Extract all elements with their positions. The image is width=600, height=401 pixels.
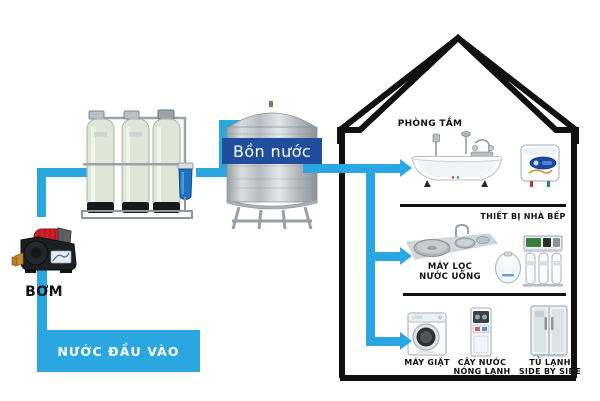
- bathroom-label: PHÒNG TẮM: [397, 119, 463, 129]
- kitchen-label: THIẾT BỊ NHÀ BẾP: [480, 212, 566, 221]
- filtration-system-icon: [78, 104, 202, 224]
- side-by-side-fridge-icon: [528, 304, 570, 358]
- arrow-bathroom: [400, 159, 412, 177]
- tank-label: Bồn nước: [222, 138, 322, 164]
- pipe-branch-utility: [366, 337, 404, 346]
- washing-machine-icon: [404, 310, 450, 358]
- bathtub-icon: [405, 128, 507, 190]
- washing-machine-label: MÁY GIẶT: [404, 358, 450, 367]
- ro-water-purifier-icon: [493, 232, 565, 290]
- water-dispenser-label: CÂY NƯỚC NÓNG LẠNH: [453, 358, 511, 376]
- pump-label: BƠM: [25, 284, 63, 300]
- pipe-filters-to-tank: [196, 168, 234, 177]
- fridge-label: TỦ LẠNH SIDE BY SIDE: [518, 358, 582, 376]
- inlet-band: NƯỚC ĐẦU VÀO: [37, 330, 200, 372]
- floor-divider-2: [403, 293, 566, 296]
- arrow-utility: [400, 332, 412, 350]
- kitchen-sink-icon: [404, 222, 498, 268]
- arrow-kitchen: [400, 247, 412, 265]
- pipe-tank-inlet: [219, 120, 241, 129]
- ro-purifier-label: MÁY LỌC NƯỚC UỐNG: [419, 262, 481, 282]
- pipe-pump-riser: [37, 175, 46, 217]
- pipe-inlet-riser: [37, 240, 47, 335]
- floor-divider-1: [400, 204, 566, 207]
- pipe-branch-kitchen: [366, 252, 404, 261]
- water-dispenser-icon: [466, 306, 496, 358]
- water-storage-tank-icon: [222, 100, 322, 232]
- water-pump-icon: [8, 218, 80, 282]
- house-outline: [330, 26, 586, 382]
- pipe-branch-bathroom: [303, 164, 404, 173]
- pipe-pump-to-filters: [37, 168, 87, 177]
- water-heater-icon: [518, 142, 562, 190]
